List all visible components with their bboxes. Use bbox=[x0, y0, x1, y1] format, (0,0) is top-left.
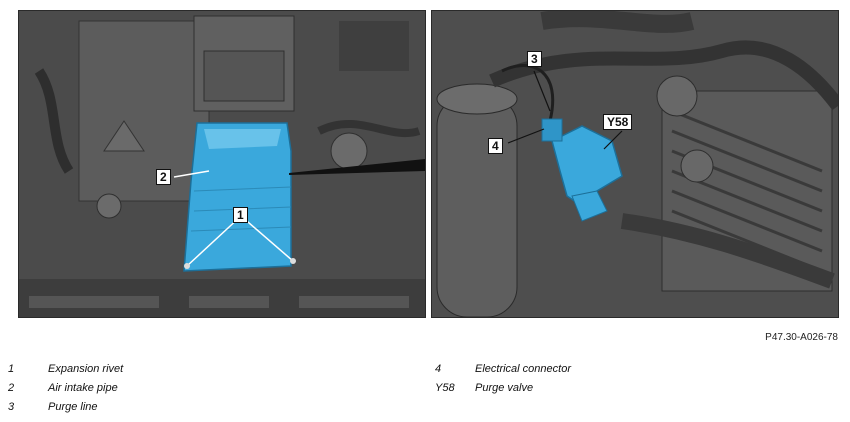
callout-1: 1 bbox=[233, 207, 248, 223]
callout-4: 4 bbox=[488, 138, 503, 154]
callout-y58: Y58 bbox=[603, 114, 633, 130]
legend-text: Purge valve bbox=[475, 382, 534, 394]
legend-number: 2 bbox=[8, 382, 15, 394]
legend-number: 1 bbox=[8, 363, 15, 375]
legend-text: Purge line bbox=[48, 401, 98, 413]
engine-bay-overview-image: 2 1 bbox=[18, 10, 426, 318]
electrical-connector-highlight bbox=[541, 118, 563, 142]
figure-reference: P47.30-A026-78 bbox=[765, 332, 838, 343]
callout-3: 3 bbox=[527, 51, 542, 67]
purge-valve-detail-image: 3 4 Y58 bbox=[431, 10, 839, 318]
air-intake-pipe-highlight bbox=[183, 122, 292, 272]
legend-text: Electrical connector bbox=[475, 363, 571, 375]
legend-number: 3 bbox=[8, 401, 15, 413]
callout-2: 2 bbox=[156, 169, 171, 185]
purge-valve-illustration bbox=[432, 11, 838, 317]
legend-text: Air intake pipe bbox=[48, 382, 118, 394]
legend-number: Y58 bbox=[435, 382, 455, 394]
legend-number: 4 bbox=[435, 363, 442, 375]
engine-bay-illustration bbox=[19, 11, 425, 317]
legend-text: Expansion rivet bbox=[48, 363, 124, 375]
